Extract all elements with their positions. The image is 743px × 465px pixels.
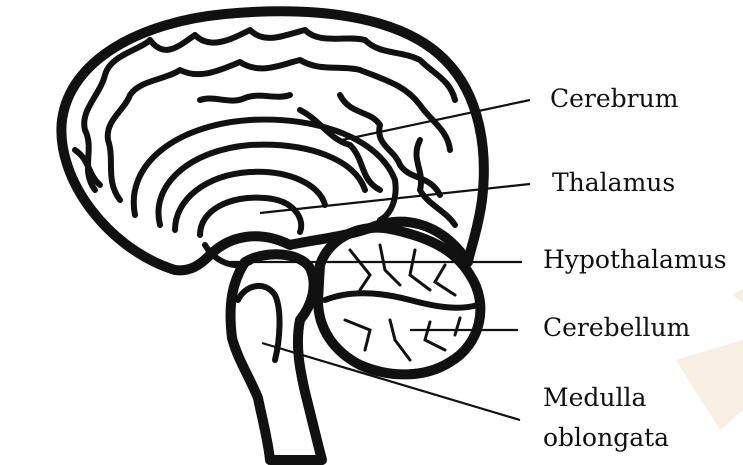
label-medulla-line1: Medulla	[543, 384, 646, 413]
medulla-shape	[238, 286, 280, 360]
cerebrum-gyri-3	[108, 60, 450, 200]
corner-decoration-large	[676, 340, 743, 430]
cerebellum-branch-1	[350, 250, 370, 290]
cerebrum-gyri-8	[200, 95, 290, 101]
thalamus-shape	[200, 198, 301, 235]
cerebellum-branch-6	[390, 320, 410, 360]
cerebellum-branch-3	[410, 250, 430, 290]
leader-cerebrum	[342, 100, 530, 140]
cerebellum-branch-4	[435, 265, 455, 295]
cerebellum-branch-7	[425, 322, 445, 350]
cerebellum-branch-5	[345, 320, 370, 350]
cerebellum-branch-2	[380, 245, 400, 285]
cerebrum-gyri-2	[150, 30, 455, 100]
label-hypothalamus: Hypothalamus	[543, 246, 727, 275]
label-medulla-line2: oblongata	[543, 424, 669, 453]
label-cerebellum: Cerebellum	[543, 314, 690, 343]
label-cerebrum: Cerebrum	[550, 85, 678, 114]
cerebellum-branch-8	[455, 318, 460, 335]
brain-illustration	[61, 11, 483, 460]
label-thalamus: Thalamus	[552, 169, 675, 198]
corner-decoration-small	[733, 288, 743, 303]
